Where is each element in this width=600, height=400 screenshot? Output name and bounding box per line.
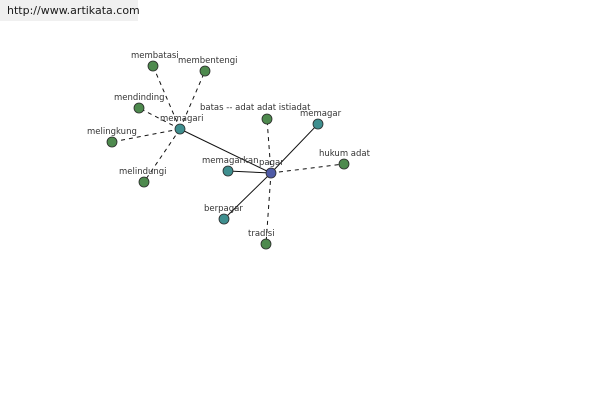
node-memagarkan[interactable]: memagarkan (202, 156, 258, 177)
node-label-membatasi[interactable]: membatasi (131, 51, 179, 61)
node-hukum_adat[interactable]: hukum adat (319, 149, 371, 170)
node-circle-batas[interactable] (261, 113, 273, 125)
node-circle-hukum_adat[interactable] (338, 158, 350, 170)
node-circle-pagar[interactable] (265, 167, 277, 179)
edge-memagari-membatasi (152, 65, 181, 130)
edge-memagari-melingkung (111, 128, 181, 143)
node-label-memagarkan[interactable]: memagarkan (202, 156, 258, 166)
node-circle-membentengi[interactable] (199, 65, 211, 77)
node-membatasi[interactable]: membatasi (131, 51, 179, 72)
nodes-layer: pagar memagari memagarkan memagar berpagar ba… (87, 51, 371, 250)
node-mendinding[interactable]: mendinding (114, 93, 165, 114)
node-label-pagar[interactable]: pagar (259, 158, 284, 168)
node-circle-membatasi[interactable] (147, 60, 159, 72)
node-circle-melingkung[interactable] (106, 136, 118, 148)
node-membentengi[interactable]: membentengi (178, 56, 238, 77)
node-berpagar[interactable]: berpagar (204, 204, 243, 225)
node-label-berpagar[interactable]: berpagar (204, 204, 243, 214)
edges-layer (111, 65, 345, 245)
node-circle-mendinding[interactable] (133, 102, 145, 114)
node-memagari[interactable]: memagari (160, 114, 203, 135)
edge-pagar-memagar (270, 123, 319, 174)
node-label-memagar[interactable]: memagar (300, 109, 342, 119)
node-circle-tradisi[interactable] (260, 238, 272, 250)
node-label-memagari[interactable]: memagari (160, 114, 203, 124)
edge-pagar-batas (266, 118, 272, 174)
node-circle-berpagar[interactable] (218, 213, 230, 225)
node-label-hukum_adat[interactable]: hukum adat (319, 149, 371, 159)
node-memagar[interactable]: memagar (300, 109, 342, 130)
node-batas[interactable]: batas -- adat adat istiadat (200, 103, 311, 125)
edge-pagar-memagarkan (227, 170, 272, 174)
node-circle-memagarkan[interactable] (222, 165, 234, 177)
node-melingkung[interactable]: melingkung (87, 127, 137, 148)
node-label-membentengi[interactable]: membentengi (178, 56, 238, 66)
node-circle-memagar[interactable] (312, 118, 324, 130)
node-melindungi[interactable]: melindungi (119, 167, 167, 188)
node-label-tradisi[interactable]: tradisi (248, 229, 275, 239)
node-pagar[interactable]: pagar (259, 158, 284, 179)
edge-memagari-membentengi (179, 70, 206, 130)
node-label-melingkung[interactable]: melingkung (87, 127, 137, 137)
site-url-banner[interactable]: http://www.artikata.com (0, 0, 140, 21)
node-label-mendinding[interactable]: mendinding (114, 93, 165, 103)
node-label-batas[interactable]: batas -- adat adat istiadat (200, 103, 311, 113)
node-circle-melindungi[interactable] (138, 176, 150, 188)
edge-memagari-melindungi (143, 128, 181, 183)
edge-pagar-memagari (179, 128, 272, 174)
edge-pagar-berpagar (223, 172, 272, 220)
node-circle-memagari[interactable] (174, 123, 186, 135)
node-tradisi[interactable]: tradisi (248, 229, 275, 250)
edge-pagar-tradisi (265, 172, 272, 245)
node-label-melindungi[interactable]: melindungi (119, 167, 167, 177)
